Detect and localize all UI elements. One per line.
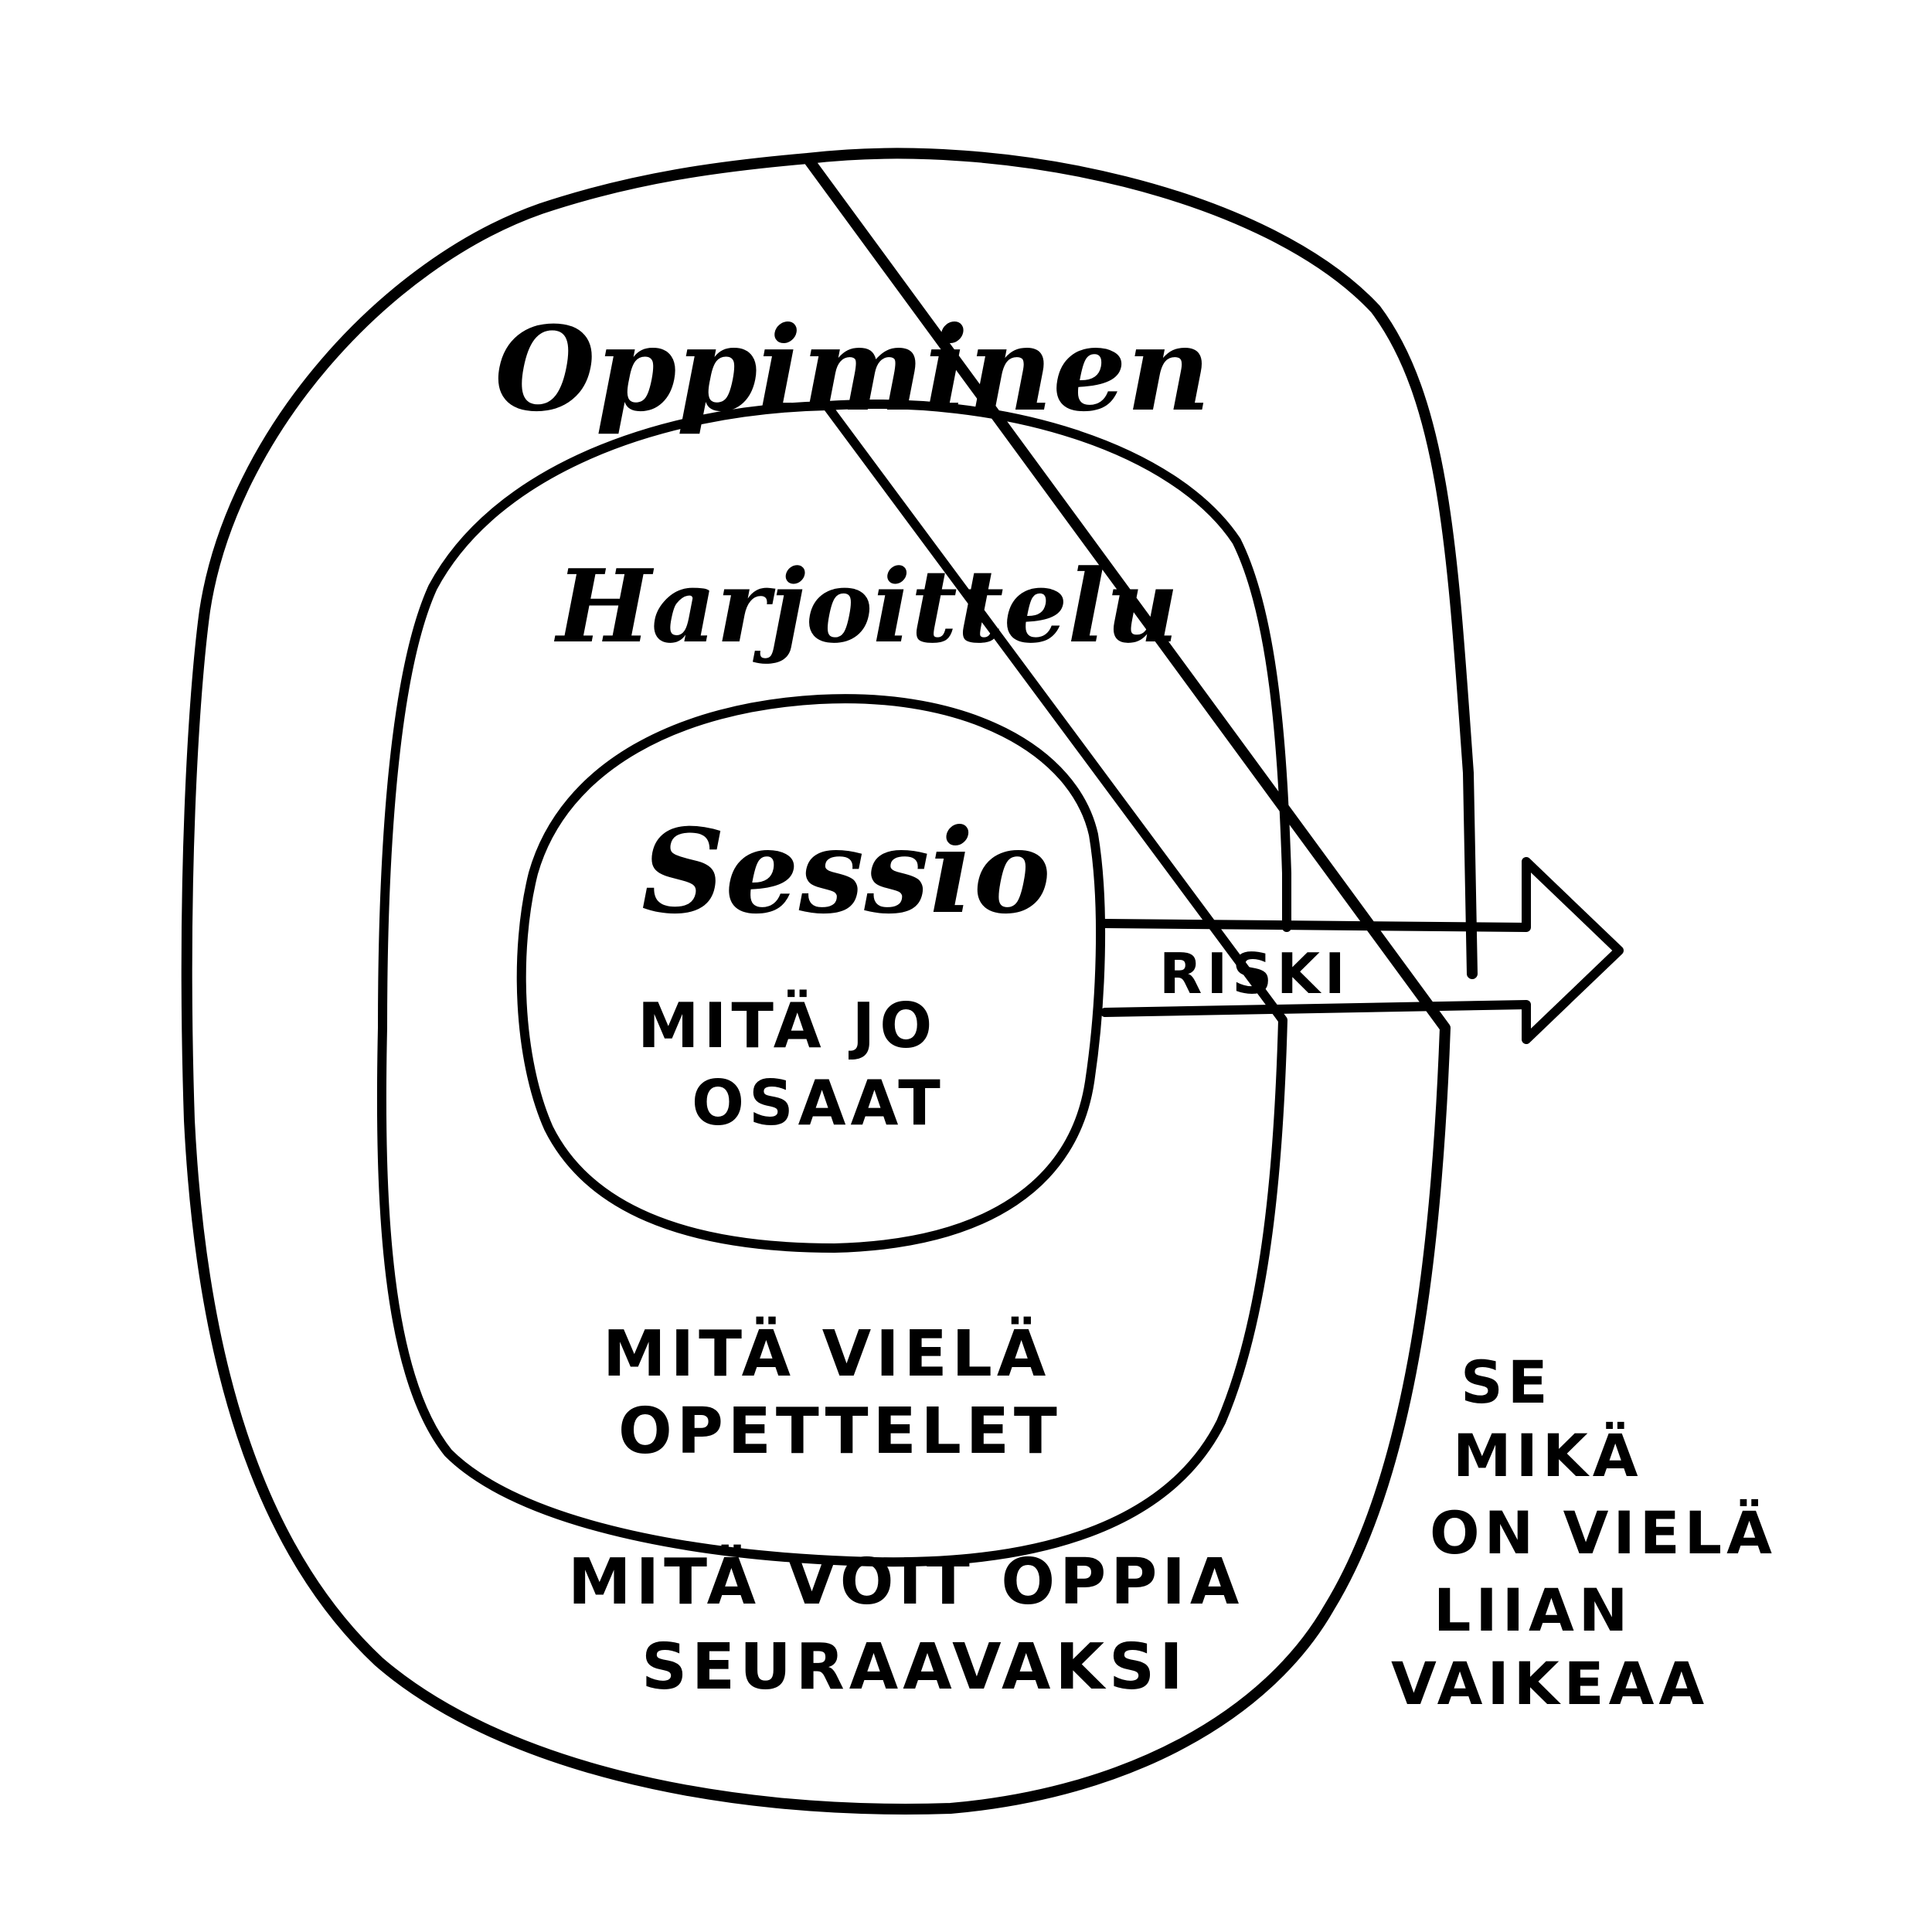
outer-ring-oppiminen (181, 148, 1478, 1815)
outside-note-line-2: MIKÄ (1453, 1421, 1643, 1490)
risk-arrow (1100, 857, 1624, 1044)
middle-ring-title: Harjoittelu (553, 547, 1179, 665)
outer-ring-description-line-1: MITÄ VOIT OPPIA (568, 1545, 1243, 1619)
outer-ring-description-line-2: SEURAAVAKSI (641, 1631, 1188, 1704)
inner-ring-description-line-1: MITÄ JO (638, 989, 937, 1062)
outside-note-line-1: SE (1461, 1348, 1553, 1417)
risk-arrow-label: RISKI (1159, 941, 1350, 1006)
outside-note-line-4: LIIAN (1434, 1576, 1632, 1645)
inner-ring-description-line-2: OSAAT (692, 1067, 945, 1139)
inner-ring-title: Sessio (641, 804, 1051, 940)
middle-ring-description-line-2: OPETTELET (618, 1395, 1062, 1468)
inner-ring-sessio (516, 694, 1106, 1253)
middle-ring-description-line-1: MITÄ VIELÄ (603, 1317, 1050, 1391)
outer-ring-title: Oppiminen (495, 301, 1211, 437)
outside-note-line-3: ON VIELÄ (1430, 1498, 1777, 1567)
middle-ring-harjoittelu (376, 400, 1291, 1567)
outside-note-line-5: VAIKEAA (1391, 1649, 1709, 1718)
